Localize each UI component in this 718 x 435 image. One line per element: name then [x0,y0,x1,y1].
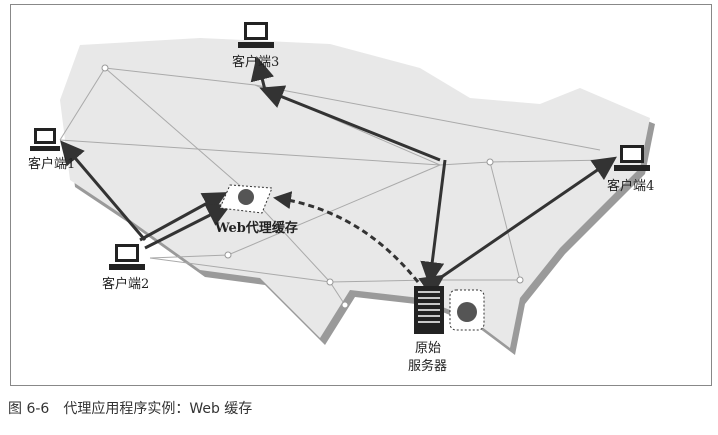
caption-text: 代理应用程序实例：Web 缓存 [63,401,253,417]
proxy-diagram: 客户端1 客户端3 客户端4 客户端2 Web代理缓存 原始 服务器 [28,22,655,374]
figure-frame [10,4,712,386]
client2-computer-icon [109,244,145,270]
client3-label: 客户端3 [232,54,279,70]
client1-label: 客户端1 [28,156,75,172]
database-icon [449,289,485,331]
request-arrows [60,56,617,299]
figure-caption: 图 6-6 代理应用程序实例：Web 缓存 [8,398,266,418]
client4-label: 客户端4 [607,178,654,194]
proxy-cache-icon [219,184,273,214]
origin-server-icon [414,286,444,334]
origin-server-label-2: 服务器 [408,358,447,374]
client3-computer-icon [238,22,274,48]
caption-number: 图 6-6 [8,401,50,417]
client1-computer-icon [30,128,60,151]
origin-server-label-1: 原始 [415,341,441,356]
client4-computer-icon [614,145,650,171]
client2-label: 客户端2 [102,276,149,292]
proxy-label: Web代理缓存 [214,220,298,236]
